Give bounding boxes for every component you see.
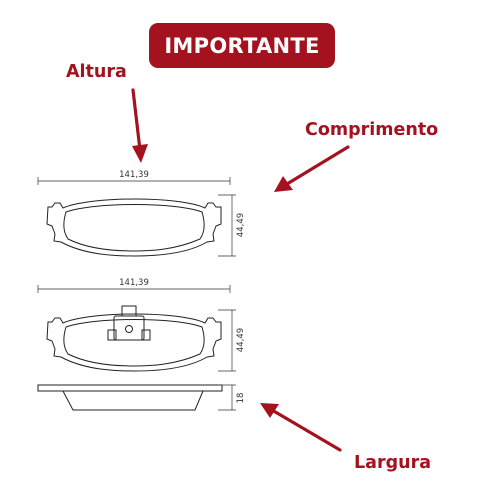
comprimento-label: Comprimento xyxy=(305,120,439,140)
front-view: 141,39 44,49 xyxy=(37,278,246,372)
largura-label: Largura xyxy=(354,453,432,473)
front-view-friction xyxy=(63,319,205,367)
wear-sensor-clip xyxy=(107,305,151,341)
altura-label: Altura xyxy=(66,62,127,82)
side-view-profile xyxy=(37,384,223,411)
largura-arrow-icon xyxy=(260,403,342,452)
front-view-width-dim: 141,39 xyxy=(119,278,149,288)
importante-badge: IMPORTANTE xyxy=(149,23,335,68)
top-view-friction xyxy=(63,204,205,252)
top-view: 141,39 44,49 xyxy=(37,170,246,257)
comprimento-arrow-icon xyxy=(274,145,350,192)
front-view-height-dim: 44,49 xyxy=(236,328,246,352)
top-view-width-dim: 141,39 xyxy=(119,170,149,180)
altura-arrow-icon xyxy=(131,88,148,163)
top-view-height-dim: 44,49 xyxy=(236,213,246,237)
side-view-thickness-dim: 18 xyxy=(236,393,246,404)
top-view-plate xyxy=(46,198,222,257)
side-view: 18 xyxy=(37,384,246,411)
front-view-plate xyxy=(46,313,222,372)
